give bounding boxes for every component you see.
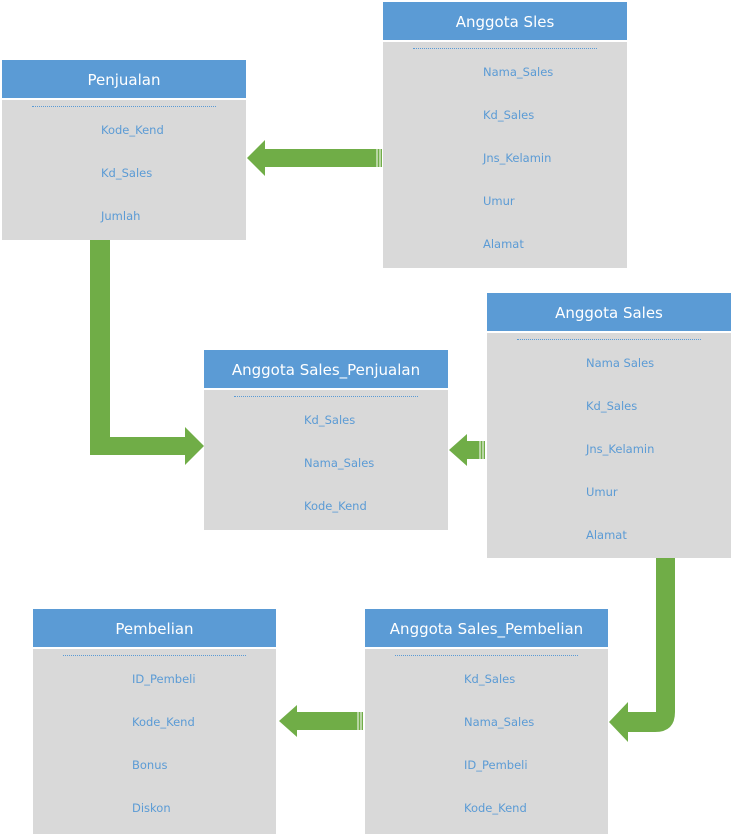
field-nama-sales: Nama Sales [586,356,655,370]
arrow-penjualan-to-sales-penjualan [90,240,204,465]
field-id-pembeli: ID_Pembeli [132,672,196,686]
arrow-sales-to-sales-pembelian [609,558,675,742]
field-diskon: Diskon [132,801,171,815]
field-kd-sales: Kd_Sales [101,166,153,180]
field-jns-kelamin: Jns_Kelamin [483,151,552,165]
divider [517,339,701,340]
field-nama-sales: Nama_Sales [304,456,375,470]
arrow-sales-to-sales-penjualan [449,434,485,466]
field-jns-kelamin: Jns_Kelamin [586,442,655,456]
field-bonus: Bonus [132,758,168,772]
entity-anggota-sales: Anggota Sales Nama Sales Kd_Sales Jns_Ke… [487,293,731,558]
entity-title: Anggota Sales_Pembelian [365,609,608,649]
divider [63,655,246,656]
divider [395,655,578,656]
field-kd-sales: Kd_Sales [586,399,638,413]
field-kode-kend: Kode_Kend [464,801,527,815]
entity-anggota-sles: Anggota Sles Nama_Sales Kd_Sales Jns_Kel… [383,2,627,268]
field-jumlah: Jumlah [101,209,141,223]
field-kode-kend: Kode_Kend [101,123,164,137]
entity-anggota-sales-penjualan: Anggota Sales_Penjualan Kd_Sales Nama_Sa… [204,350,448,530]
field-id-pembeli: ID_Pembeli [464,758,528,772]
field-alamat: Alamat [483,237,524,251]
field-kd-sales: Kd_Sales [464,672,516,686]
field-umur: Umur [586,485,618,499]
field-umur: Umur [483,194,515,208]
field-kode-kend: Kode_Kend [132,715,195,729]
entity-title: Penjualan [2,60,246,100]
arrow-sales-pembelian-to-pembelian [279,705,363,737]
field-kode-kend: Kode_Kend [304,499,367,513]
arrow-sles-to-penjualan [247,140,382,176]
entity-anggota-sales-pembelian: Anggota Sales_Pembelian Kd_Sales Nama_Sa… [365,609,608,834]
entity-pembelian: Pembelian ID_Pembeli Kode_Kend Bonus Dis… [33,609,276,834]
entity-penjualan: Penjualan Kode_Kend Kd_Sales Jumlah [2,60,246,240]
field-nama-sales: Nama_Sales [464,715,535,729]
divider [32,106,216,107]
entity-title: Anggota Sales_Penjualan [204,350,448,390]
field-alamat: Alamat [586,528,627,542]
divider [413,48,597,49]
entity-title: Anggota Sles [383,2,627,42]
entity-title: Pembelian [33,609,276,649]
field-kd-sales: Kd_Sales [304,413,356,427]
divider [234,396,418,397]
entity-title: Anggota Sales [487,293,731,333]
field-kd-sales: Kd_Sales [483,108,535,122]
field-nama-sales: Nama_Sales [483,65,554,79]
